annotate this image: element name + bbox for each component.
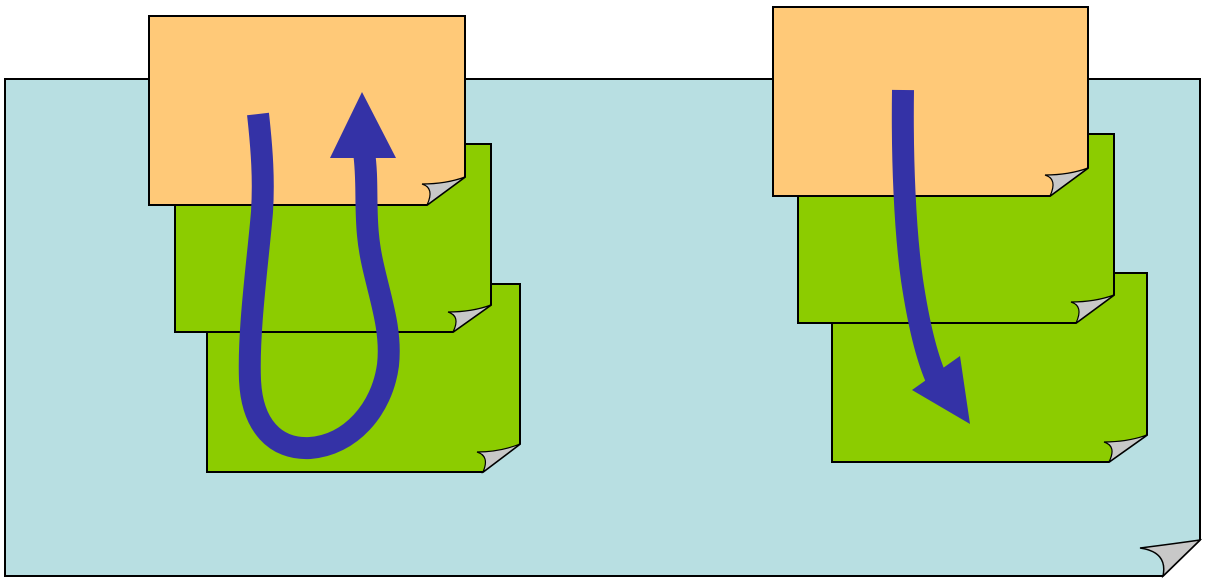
left-note-stack (148, 15, 521, 474)
arrow-head (330, 92, 396, 158)
note-curl (421, 176, 466, 206)
arrow-head (912, 356, 970, 424)
right-note-stack (772, 6, 1148, 463)
note-curl (447, 304, 492, 333)
left-u-turn-arrow (238, 92, 400, 460)
right-down-arrow (891, 89, 970, 424)
arrow-icon (238, 112, 400, 460)
note-curl (476, 443, 521, 474)
note-curl (1070, 294, 1115, 324)
left-orange-note-top (148, 15, 466, 206)
note-curl (1044, 167, 1089, 197)
sticky-note-icon (772, 6, 1089, 197)
right-orange-note-top (772, 6, 1089, 197)
background-sheet-curl (1139, 538, 1203, 579)
sticky-note-icon (148, 15, 466, 206)
note-curl (1103, 434, 1148, 463)
arrow-icon (891, 89, 947, 383)
